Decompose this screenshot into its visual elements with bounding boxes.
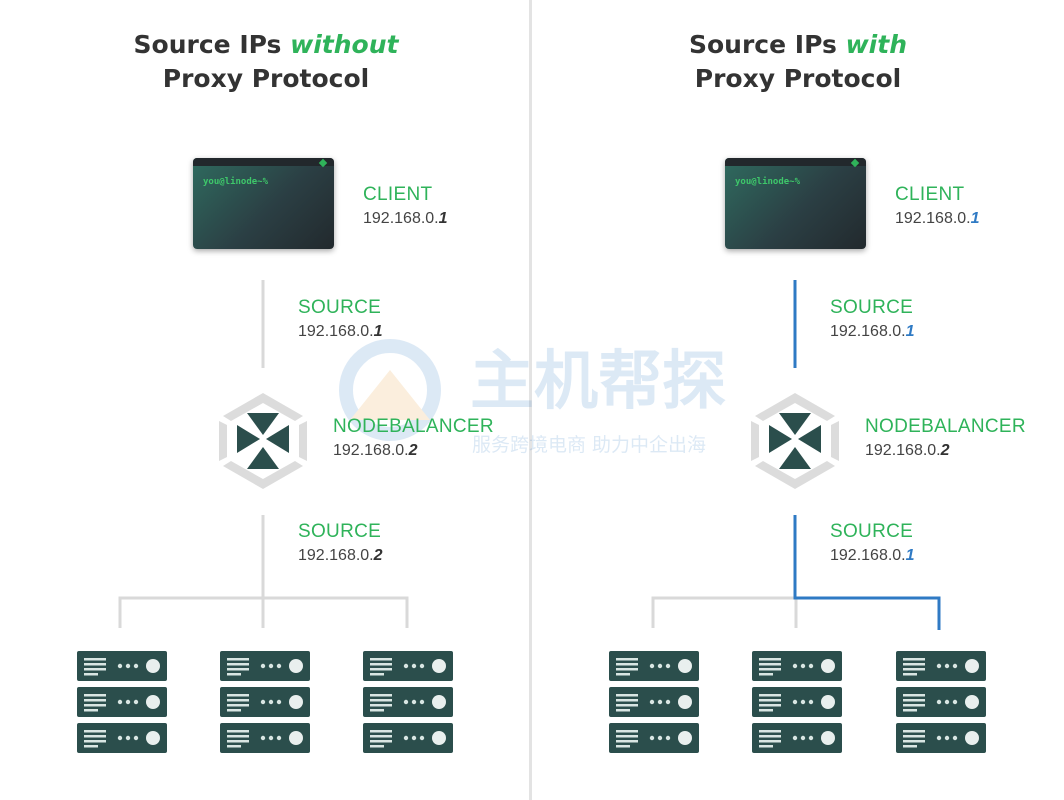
right-source1-head: SOURCE [830, 297, 914, 318]
right-title-emphasis: with [845, 30, 907, 59]
right-source1-ip: 192.168.0.1 [830, 323, 915, 340]
left-terminal-prompt: you@linode~% [203, 177, 269, 187]
right-server-2-icon [752, 651, 842, 753]
right-terminal-prompt: you@linode~% [735, 177, 801, 187]
left-title-emphasis: without [290, 30, 399, 59]
left-nodebalancer-ip: 192.168.0.2 [333, 442, 418, 459]
right-source2-head: SOURCE [830, 521, 914, 542]
watermark-sub-text: 服务跨境电商 助力中企出海 [472, 434, 707, 456]
right-balancer-link [793, 515, 941, 630]
right-title-line1: Source IPs with [532, 30, 1064, 59]
left-source1-label: SOURCE 192.168.0.1 [298, 297, 383, 341]
right-nodebalancer-icon [751, 393, 839, 489]
left-source2-ip: 192.168.0.2 [298, 547, 383, 564]
right-server-3-icon [896, 651, 986, 753]
left-client-ip: 192.168.0.1 [363, 210, 448, 227]
left-client-label: CLIENT 192.168.0.1 [363, 184, 448, 228]
right-nodebalancer-ip: 192.168.0.2 [865, 442, 950, 459]
watermark-logo-icon [339, 339, 441, 441]
left-server-2-icon [220, 651, 310, 753]
left-nodebalancer-label: NODEBALANCER 192.168.0.2 [333, 416, 494, 460]
left-client-terminal-icon: you@linode~% [193, 158, 334, 249]
right-fanout-gray [651, 596, 795, 628]
right-server-1-icon [609, 651, 699, 753]
watermark: 主机帮探 服务跨境电商 助力中企出海 [330, 330, 780, 460]
right-client-terminal-icon: you@linode~% [725, 158, 866, 249]
left-title-line1: Source IPs without [0, 30, 532, 59]
left-fanout-link [118, 596, 409, 628]
panel-divider [529, 0, 532, 800]
left-nodebalancer-head: NODEBALANCER [333, 416, 494, 437]
left-server-1-icon [77, 651, 167, 753]
right-title-line2: Proxy Protocol [694, 64, 902, 93]
right-nodebalancer-label: NODEBALANCER 192.168.0.2 [865, 416, 1026, 460]
right-title-text: Source IPs [689, 30, 837, 59]
left-nodebalancer-icon [219, 393, 307, 489]
left-server-3-icon [363, 651, 453, 753]
left-title-text: Source IPs [133, 30, 282, 59]
right-nodebalancer-head: NODEBALANCER [865, 416, 1026, 437]
right-source2-ip: 192.168.0.1 [830, 547, 915, 564]
left-source2-head: SOURCE [298, 521, 382, 542]
right-client-head: CLIENT [895, 184, 965, 205]
watermark-main-text: 主机帮探 [470, 345, 726, 419]
right-client-label: CLIENT 192.168.0.1 [895, 184, 980, 228]
left-source2-label: SOURCE 192.168.0.2 [298, 521, 383, 565]
left-source1-head: SOURCE [298, 297, 382, 318]
right-client-ip: 192.168.0.1 [895, 210, 980, 227]
left-source1-ip: 192.168.0.1 [298, 323, 383, 340]
right-source2-label: SOURCE 192.168.0.1 [830, 521, 915, 565]
left-client-head: CLIENT [363, 184, 433, 205]
right-source1-label: SOURCE 192.168.0.1 [830, 297, 915, 341]
left-title-line2: Proxy Protocol [162, 64, 370, 93]
